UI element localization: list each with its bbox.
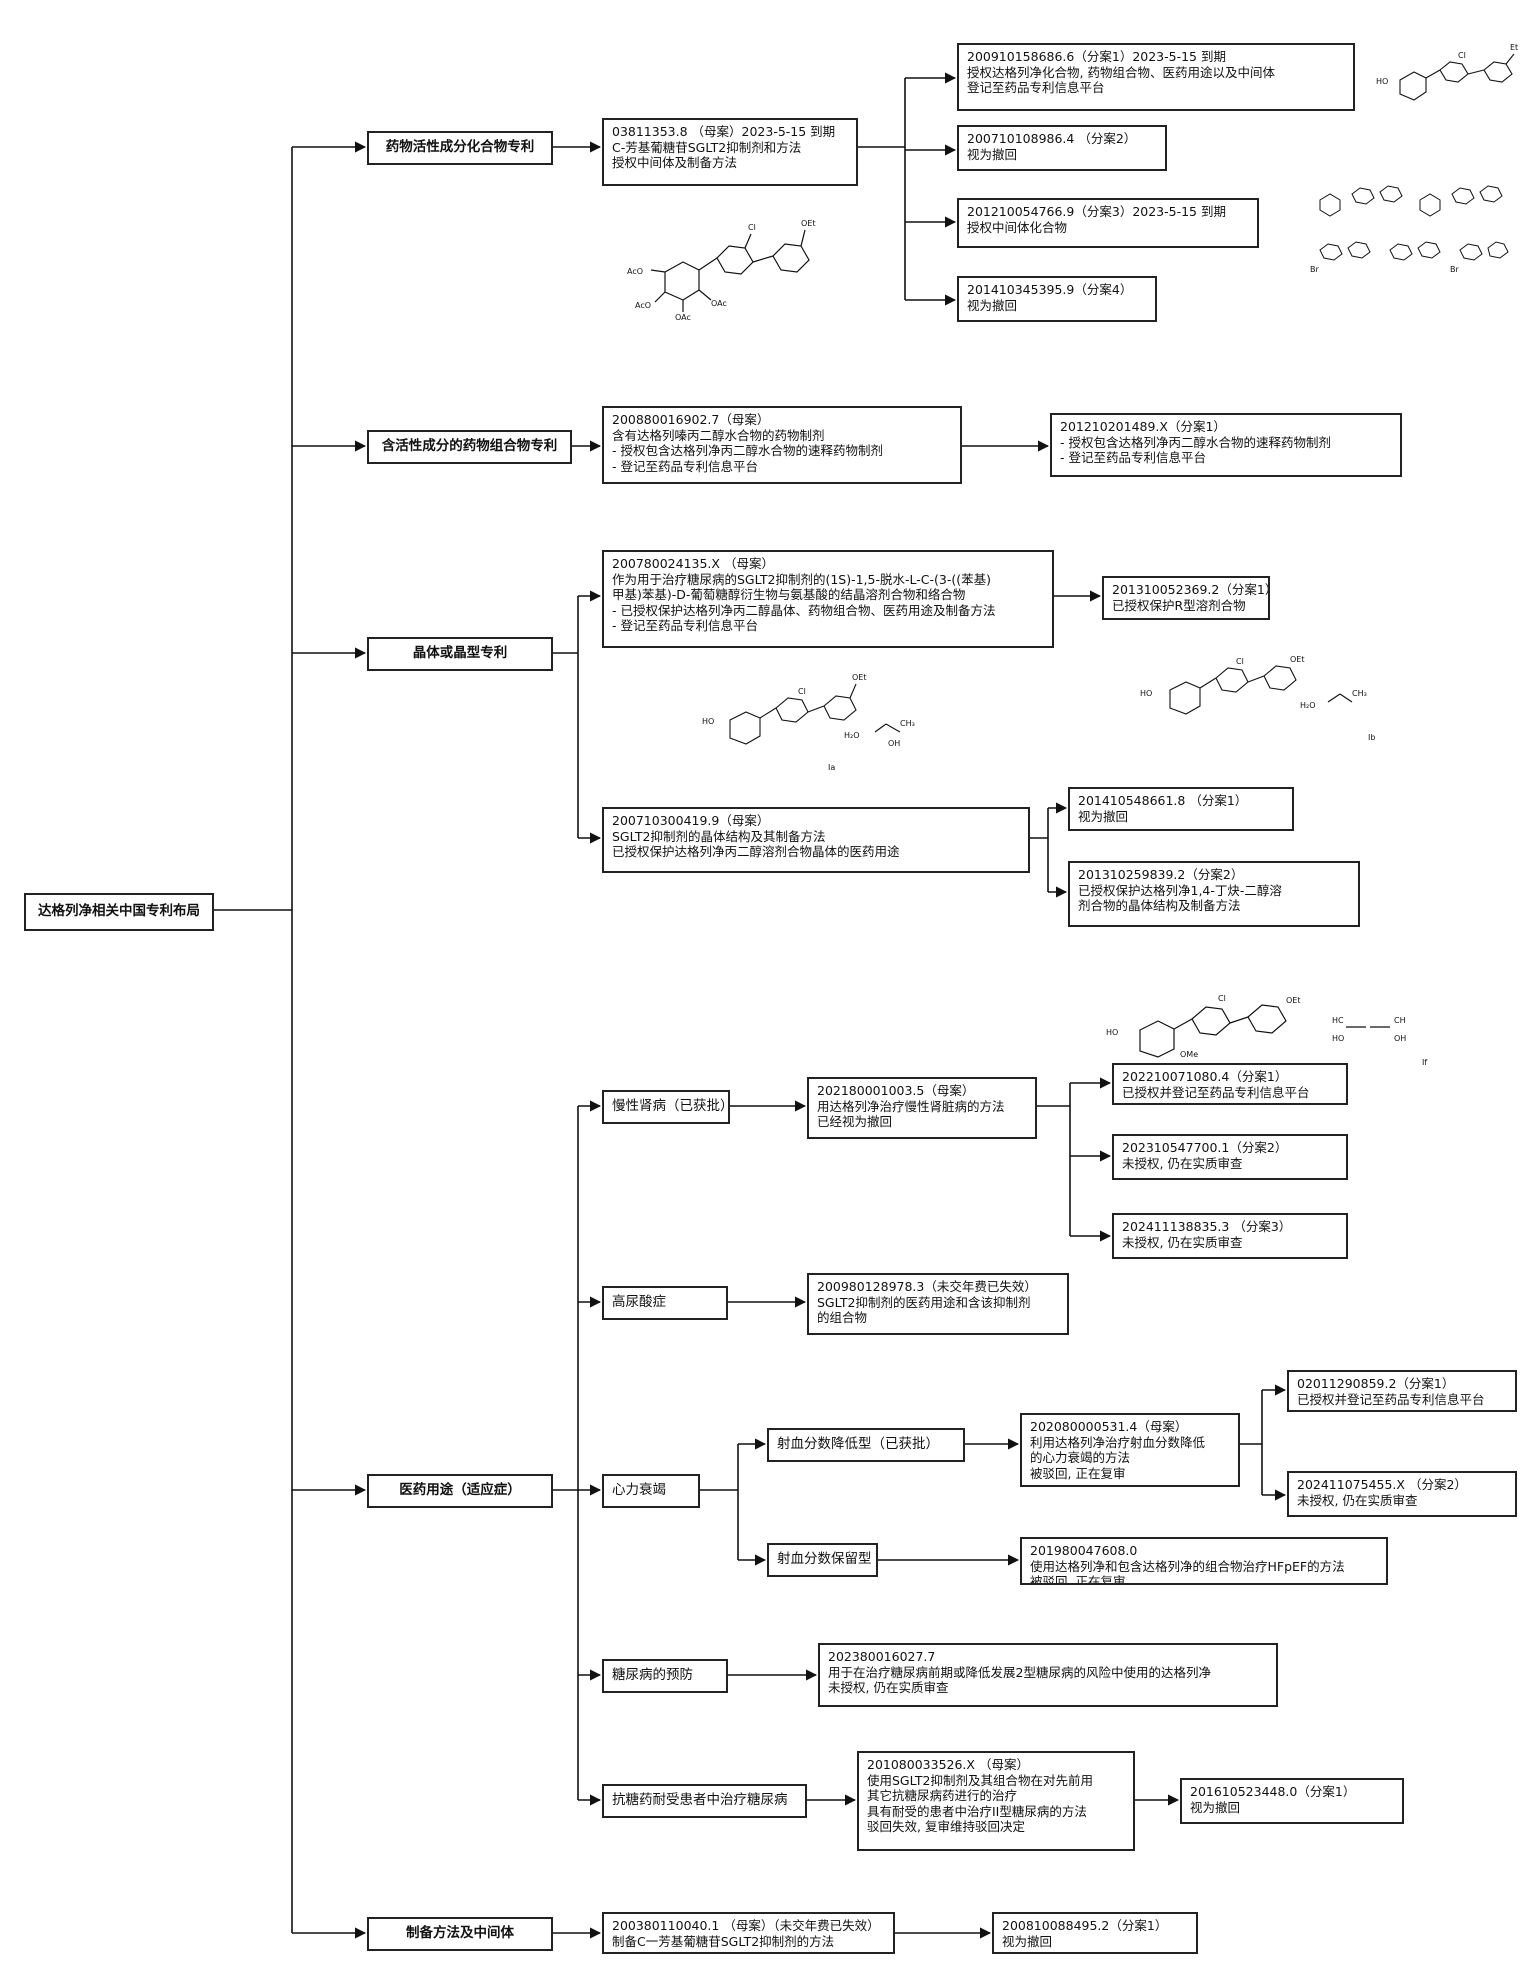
structure-dapagliflozin-top: HO Cl Et (1376, 43, 1518, 101)
chloro-label: Cl (1236, 657, 1244, 666)
patent-201610523448: 201610523448.0（分案1） 视为撤回 (1180, 1778, 1404, 1824)
hydroxy-label: OH (1394, 1034, 1406, 1043)
indication-hfref: 射血分数降低型（已获批） (767, 1428, 965, 1462)
acetoxy-label: AcO (635, 301, 651, 310)
hydroxy-label: HO (1376, 77, 1388, 86)
structure-if-label: If (1422, 1058, 1427, 1067)
structure-ib-label: Ib (1368, 733, 1375, 742)
patent-201210201489: 201210201489.X（分案1） - 授权包含达格列净丙二醇水合物的速释药… (1050, 413, 1402, 477)
patent-201310052369: 201310052369.2（分案1） 已授权保护R型溶剂合物 (1102, 576, 1270, 620)
hydroxy-label: HO (702, 717, 714, 726)
patent-200380110040: 200380110040.1 （母案）（未交年费已失效） 制备C一芳基葡糖苷SG… (602, 1912, 895, 1954)
water-label: H₂O (1300, 701, 1316, 710)
patent-200910158686: 200910158686.6（分案1）2023-5-15 到期 授权达格列净化合… (957, 43, 1355, 111)
acetoxy-label: OAc (675, 313, 691, 322)
water-label: H₂O (844, 731, 860, 740)
hydroxy-label: OH (888, 739, 900, 748)
structure-ib: HO Cl OEt H₂O CH₃ Ib (1140, 655, 1375, 742)
acetoxy-label: OAc (711, 299, 727, 308)
methyl-label: CH₃ (900, 719, 915, 728)
indication-resistant-diabetes: 抗糖药耐受患者中治疗糖尿病 (602, 1784, 807, 1818)
methoxy-label: OMe (1180, 1050, 1198, 1059)
bromo-label: Br (1310, 265, 1319, 274)
patent-200710108986: 200710108986.4 （分案2） 视为撤回 (957, 125, 1167, 171)
ethoxy-label: OEt (1286, 996, 1301, 1005)
indication-hfpef: 射血分数保留型 (767, 1543, 878, 1577)
patent-202080000531: 202080000531.4（母案） 利用达格列净治疗射血分数降低 的心力衰竭的… (1020, 1413, 1240, 1487)
patent-200780024135: 200780024135.X （母案） 作为用于治疗糖尿病的SGLT2抑制剂的(… (602, 550, 1054, 648)
indication-ckd: 慢性肾病（已获批） (602, 1090, 730, 1124)
patent-202310547700: 202310547700.1（分案2） 未授权, 仍在实质审查 (1112, 1134, 1348, 1180)
indication-hyperuricemia: 高尿酸症 (602, 1286, 728, 1320)
patent-202411138835: 202411138835.3 （分案3） 未授权, 仍在实质审查 (1112, 1213, 1348, 1259)
indication-heart-failure: 心力衰竭 (602, 1474, 700, 1508)
acetoxy-label: AcO (627, 267, 643, 276)
alkyne-end-label: HC (1332, 1016, 1344, 1025)
category-preparation: 制备方法及中间体 (367, 1917, 553, 1951)
patent-201080033526: 201080033526.X （母案） 使用SGLT2抑制剂及其组合物在对先前用… (857, 1751, 1135, 1851)
category-composition: 含活性成分的药物组合物专利 (367, 430, 572, 464)
structure-ia: HO Cl OEt H₂O CH₃ OH Ia (702, 673, 915, 772)
patent-202210071080: 202210071080.4（分案1） 已授权并登记至药品专利信息平台 (1112, 1063, 1348, 1105)
indication-diabetes-prevention: 糖尿病的预防 (602, 1659, 728, 1693)
category-active-compound: 药物活性成分化合物专利 (367, 131, 553, 165)
chloro-label: Cl (1218, 994, 1226, 1003)
patent-202180001003: 202180001003.5（母案） 用达格列净治疗慢性肾脏病的方法 已经视为撤… (807, 1077, 1037, 1139)
patent-201980047608: 201980047608.0 使用达格列净和包含达格列净的组合物治疗HFpEF的… (1020, 1537, 1388, 1585)
ethoxy-label: OEt (801, 219, 816, 228)
patent-201410548661: 201410548661.8 （分案1） 视为撤回 (1068, 787, 1294, 831)
alkyne-end-label: CH (1394, 1016, 1406, 1025)
hydroxy-label: HO (1332, 1034, 1344, 1043)
patent-201210054766: 201210054766.9（分案3）2023-5-15 到期 授权中间体化合物 (957, 198, 1259, 248)
patent-03811353: 03811353.8 （母案）2023-5-15 到期 C-芳基葡糖苷SGLT2… (602, 118, 858, 186)
chloro-label: Cl (748, 223, 756, 232)
patent-202411075455: 202411075455.X （分案2） 未授权, 仍在实质审查 (1287, 1471, 1517, 1517)
structure-intermediates-grid: Br Br (1310, 185, 1509, 274)
structure-ia-label: Ia (828, 763, 835, 772)
root-node: 达格列净相关中国专利布局 (24, 893, 214, 931)
patent-02011290859: 02011290859.2（分案1） 已授权并登记至药品专利信息平台 (1287, 1370, 1517, 1412)
category-medical-use: 医药用途（适应症） (367, 1474, 553, 1508)
hydroxy-label: HO (1140, 689, 1152, 698)
patent-200980128978: 200980128978.3（未交年费已失效） SGLT2抑制剂的医药用途和含该… (807, 1273, 1069, 1335)
patent-200810088495: 200810088495.2（分案1） 视为撤回 (992, 1912, 1198, 1954)
ethoxy-label: OEt (852, 673, 867, 682)
ethoxy-label: Et (1510, 43, 1518, 52)
structure-acetylated-intermediate: AcO AcO OAc OAc Cl OEt (627, 219, 816, 322)
methyl-label: CH₃ (1352, 689, 1367, 698)
structure-if: HO Cl OEt OMe HC CH HO OH If (1106, 994, 1427, 1067)
patent-200880016902: 200880016902.7（母案） 含有达格列嗪丙二醇水合物的药物制剂 - 授… (602, 406, 962, 484)
chloro-label: Cl (798, 687, 806, 696)
patent-201410345395: 201410345395.9（分案4） 视为撤回 (957, 276, 1157, 322)
bromo-label: Br (1450, 265, 1459, 274)
ethoxy-label: OEt (1290, 655, 1305, 664)
chloro-label: Cl (1458, 51, 1466, 60)
hydroxy-label: HO (1106, 1028, 1118, 1037)
patent-200710300419: 200710300419.9（母案） SGLT2抑制剂的晶体结构及其制备方法 已… (602, 807, 1030, 873)
patent-201310259839: 201310259839.2（分案2） 已授权保护达格列净1,4-丁炔-二醇溶 … (1068, 861, 1360, 927)
patent-202380016027: 202380016027.7 用于在治疗糖尿病前期或降低发展2型糖尿病的风险中使… (818, 1643, 1278, 1707)
category-crystal: 晶体或晶型专利 (367, 637, 553, 671)
